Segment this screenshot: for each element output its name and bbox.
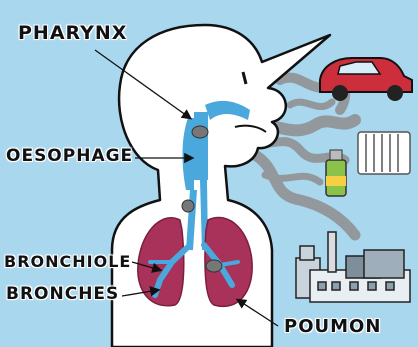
label-bronches: BRONCHES xyxy=(6,284,119,304)
label-bronchiole: BRONCHIOLE xyxy=(4,252,131,271)
radiator-icon xyxy=(358,132,410,174)
label-oesophage: OESOPHAGE xyxy=(6,146,133,166)
car-icon xyxy=(320,58,412,101)
label-pharynx: PHARYNX xyxy=(18,22,127,44)
factory-icon xyxy=(296,232,410,302)
label-poumon: POUMON xyxy=(284,316,381,337)
